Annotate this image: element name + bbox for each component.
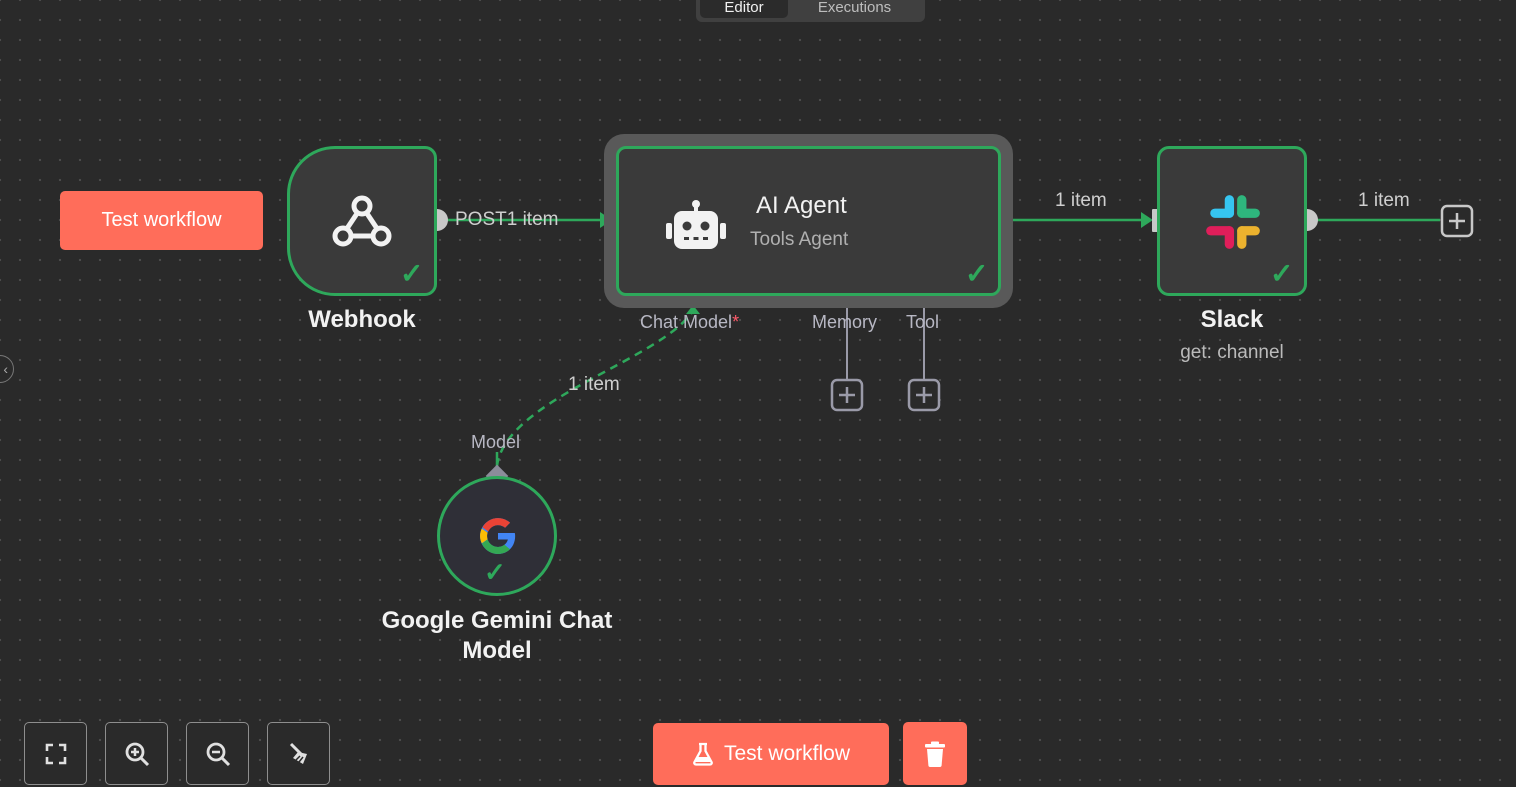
agent-node-title: AI Agent xyxy=(756,192,847,219)
edge-arrow xyxy=(1141,212,1153,228)
ai-agent-node[interactable]: AI Agent Tools Agent ✓ xyxy=(616,146,1001,296)
success-check-icon: ✓ xyxy=(400,258,424,289)
agent-node-subtitle: Tools Agent xyxy=(750,229,849,250)
zoom-out-button[interactable] xyxy=(186,722,249,785)
add-node-after-slack[interactable] xyxy=(1440,204,1474,238)
view-tabs: Editor Executions xyxy=(696,0,925,22)
add-tool-button[interactable] xyxy=(907,378,941,412)
webhook-node[interactable]: ✓ xyxy=(287,146,437,296)
trash-icon xyxy=(925,741,945,767)
slack-node-title: Slack xyxy=(1200,306,1264,333)
success-check-icon: ✓ xyxy=(965,258,989,289)
port-label-chat-model: Chat Model* xyxy=(640,312,739,333)
flask-icon xyxy=(693,742,713,766)
edge-count: 1 item xyxy=(506,209,559,230)
gemini-title-line1: Google Gemini Chat xyxy=(381,607,613,634)
edge-label-agent-slack: 1 item xyxy=(1055,190,1107,211)
test-workflow-button[interactable]: Test workflow xyxy=(653,723,889,785)
port-label-tool: Tool xyxy=(906,312,940,332)
edge-label-slack-out: 1 item xyxy=(1358,190,1410,211)
port-label-model: Model xyxy=(471,432,521,452)
edge-label-webhook-agent: POST1 item xyxy=(455,209,558,231)
webhook-icon xyxy=(332,195,392,247)
slack-node-subtitle: get: channel xyxy=(1180,342,1284,363)
port-label-memory: Memory xyxy=(812,312,878,332)
chevron-left-icon: ‹ xyxy=(3,361,8,377)
add-memory-button[interactable] xyxy=(830,378,864,412)
test-workflow-label: Test workflow xyxy=(723,742,851,765)
zoom-out-icon xyxy=(206,742,230,766)
edge-label-gemini-agent: 1 item xyxy=(568,374,620,395)
success-check-icon: ✓ xyxy=(484,557,506,587)
gemini-title-line2: Model xyxy=(462,637,532,664)
required-mark: * xyxy=(732,312,740,332)
clear-execution-button[interactable] xyxy=(903,722,967,785)
gemini-node-title: Google Gemini Chat Model xyxy=(367,606,627,666)
tidy-up-button[interactable] xyxy=(267,722,330,785)
tab-editor[interactable]: Editor xyxy=(700,0,788,18)
tidy-up-icon xyxy=(289,742,307,764)
zoom-in-button[interactable] xyxy=(105,722,168,785)
robot-icon xyxy=(666,200,726,249)
slack-node[interactable]: ✓ xyxy=(1157,146,1307,296)
collapse-panel-button[interactable]: ‹ xyxy=(0,355,14,383)
success-check-icon: ✓ xyxy=(1270,258,1294,289)
tab-executions[interactable]: Executions xyxy=(817,0,892,16)
slack-logo xyxy=(1206,195,1260,249)
google-gemini-node[interactable]: ✓ xyxy=(437,476,557,596)
webhook-node-title: Webhook xyxy=(308,306,416,333)
chat-model-label: Chat Model xyxy=(640,312,733,332)
zoom-in-icon xyxy=(125,742,149,766)
fit-view-button[interactable] xyxy=(24,722,87,785)
fullscreen-icon xyxy=(45,743,66,764)
google-logo xyxy=(480,518,516,554)
edge-method: POST xyxy=(455,209,507,230)
test-workflow-trigger-button[interactable]: Test workflow xyxy=(60,191,263,250)
